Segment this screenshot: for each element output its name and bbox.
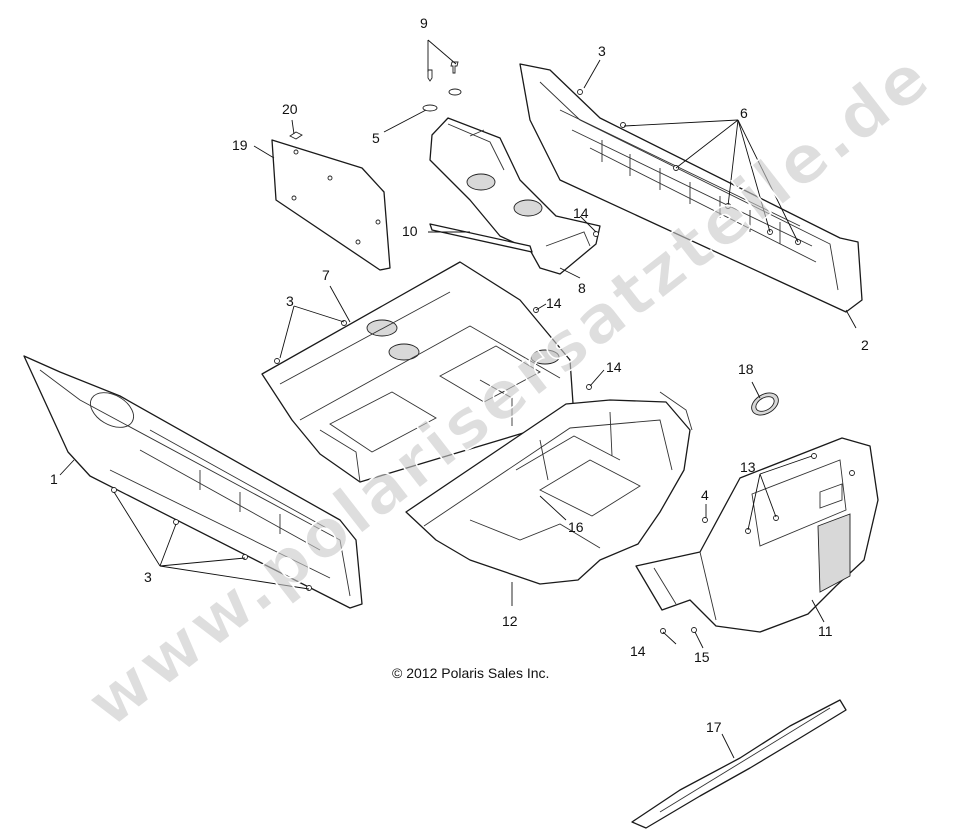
- callout-12: 12: [502, 613, 518, 629]
- part-20-clip: [289, 131, 303, 140]
- callout-14: 14: [606, 359, 622, 375]
- part-2-rocker-right: [519, 63, 863, 313]
- copyright-notice: © 2012 Polaris Sales Inc.: [392, 665, 549, 681]
- callout-15: 15: [694, 649, 710, 665]
- callout-9: 9: [420, 15, 428, 31]
- part-12-rear-floor: [405, 391, 693, 585]
- callout-11: 11: [818, 623, 833, 639]
- callout-1: 1: [50, 471, 58, 487]
- part-9-bolts: [427, 61, 459, 82]
- part-18-grommet: [751, 392, 779, 416]
- callout-14: 14: [573, 205, 589, 221]
- part-10-strip: [429, 223, 533, 253]
- callout-4: 4: [701, 487, 709, 503]
- part-5-washers: [422, 88, 462, 112]
- part-8-console: [429, 117, 601, 275]
- callout-13: 13: [740, 459, 756, 475]
- callout-3: 3: [598, 43, 606, 59]
- callout-14: 14: [546, 295, 562, 311]
- callout-10: 10: [402, 223, 418, 239]
- part-19-panel: [271, 139, 391, 271]
- callout-8: 8: [578, 280, 586, 296]
- callout-labels: 1 2 3 3 3 4 5 6 7 8 9 10 11 12 13 14 14 …: [50, 15, 869, 735]
- callout-3: 3: [144, 569, 152, 585]
- callout-3: 3: [286, 293, 294, 309]
- callout-6: 6: [740, 105, 748, 121]
- callout-18: 18: [738, 361, 754, 377]
- callout-17: 17: [706, 719, 722, 735]
- callout-2: 2: [861, 337, 869, 353]
- part-11-bulkhead: [635, 437, 879, 633]
- watermark: www.polarisersatzteile.de: [72, 36, 946, 743]
- callout-19: 19: [232, 137, 248, 153]
- leader-lines: [59, 39, 857, 759]
- callout-20: 20: [282, 101, 298, 117]
- callout-14: 14: [630, 643, 646, 659]
- callout-5: 5: [372, 130, 380, 146]
- part-1-rocker-left: [23, 355, 363, 609]
- callout-7: 7: [322, 267, 330, 283]
- watermark-text: www.polarisersatzteile.de: [72, 37, 945, 743]
- part-17-seal: [631, 699, 847, 829]
- callout-16: 16: [568, 519, 584, 535]
